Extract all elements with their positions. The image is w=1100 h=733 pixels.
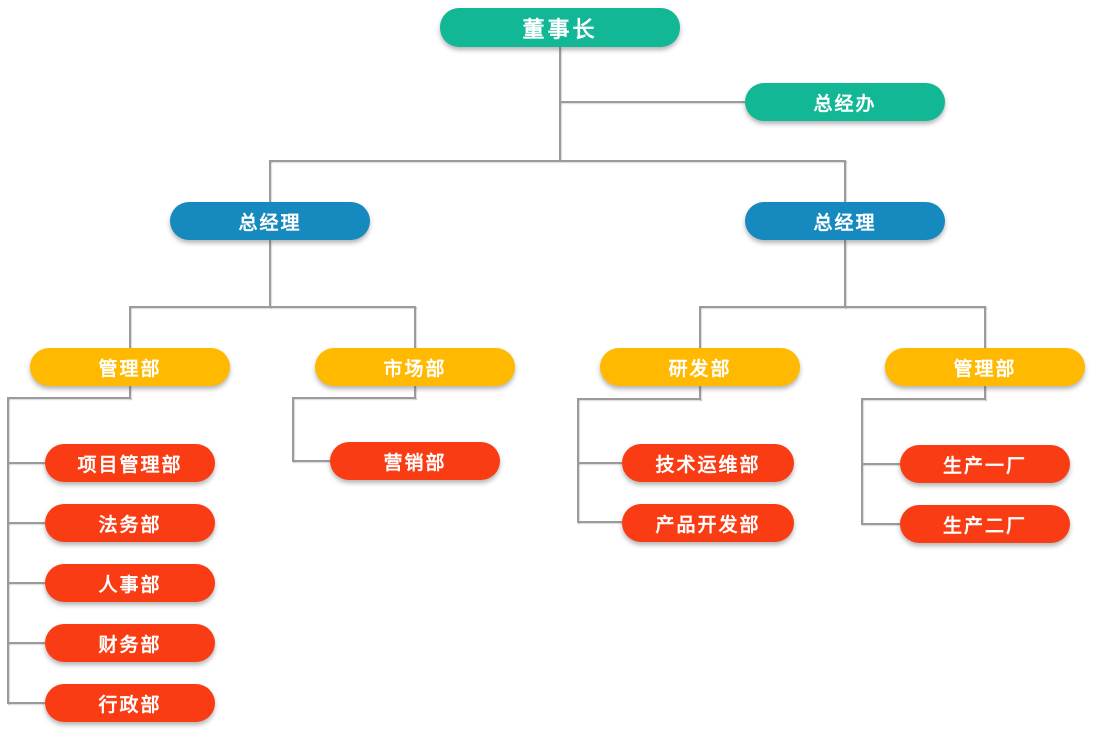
connector-stub-factory-1 [861,463,900,465]
node-sub-hr: 人事部 [45,564,215,602]
node-sub-legal: 法务部 [45,504,215,542]
node-dept-management-right: 管理部 [885,348,1085,386]
connector-mgmt-left-rail [7,397,9,704]
node-dept-rnd: 研发部 [600,348,800,386]
connector-stub-factory-2 [861,523,900,525]
connector-mgmt-right-substem [984,386,986,400]
connector-market-substem [414,386,416,399]
connector-left-dept-bus [129,306,416,308]
node-gm-left: 总经理 [170,202,370,240]
connector-gm-left-stem [269,240,271,308]
node-gm-right: 总经理 [745,202,945,240]
connector-root-drop [559,47,561,161]
connector-stub-finance [7,642,45,644]
node-sub-product-dev: 产品开发部 [622,504,794,542]
connector-mgmt-right-drop [984,306,986,348]
node-dept-marketing: 市场部 [315,348,515,386]
node-dept-management-left: 管理部 [30,348,230,386]
connector-stub-hr [7,582,45,584]
connector-mgmt-left-substem [129,386,131,399]
connector-mgmt-left-drop [129,306,131,348]
node-sub-finance: 财务部 [45,624,215,662]
connector-market-rail [292,397,294,462]
node-sub-factory-2: 生产二厂 [900,505,1070,543]
connector-mgmt-left-subtop [7,397,131,399]
connector-market-subtop [292,397,416,399]
connector-rd-rail [577,398,579,523]
connector-gm-bus [269,160,846,162]
connector-gm-left-drop [269,160,271,202]
connector-mgmt-right-rail [861,398,863,524]
connector-rd-substem [699,386,701,400]
connector-stub-project [7,462,45,464]
connector-stub-legal [7,522,45,524]
node-sub-sales: 营销部 [330,442,500,480]
connector-stub-marketing [292,460,330,462]
node-sub-project-management: 项目管理部 [45,444,215,482]
connector-stub-tech-ops [577,462,622,464]
connector-right-dept-bus [699,306,986,308]
node-sub-admin: 行政部 [45,684,215,722]
node-chairman: 董事长 [440,8,680,47]
connector-rd-drop [699,306,701,348]
connector-mgmt-right-subtop [861,398,986,400]
connector-stub-product-dev [577,521,622,523]
connector-stub-admin [7,702,45,704]
node-gm-office: 总经办 [745,83,945,121]
node-sub-factory-1: 生产一厂 [900,445,1070,483]
connector-rd-subtop [577,398,701,400]
connector-staff-branch [560,101,745,103]
connector-market-drop [414,306,416,348]
connector-gm-right-stem [844,240,846,308]
connector-gm-right-drop [844,160,846,202]
node-sub-tech-ops: 技术运维部 [622,444,794,482]
